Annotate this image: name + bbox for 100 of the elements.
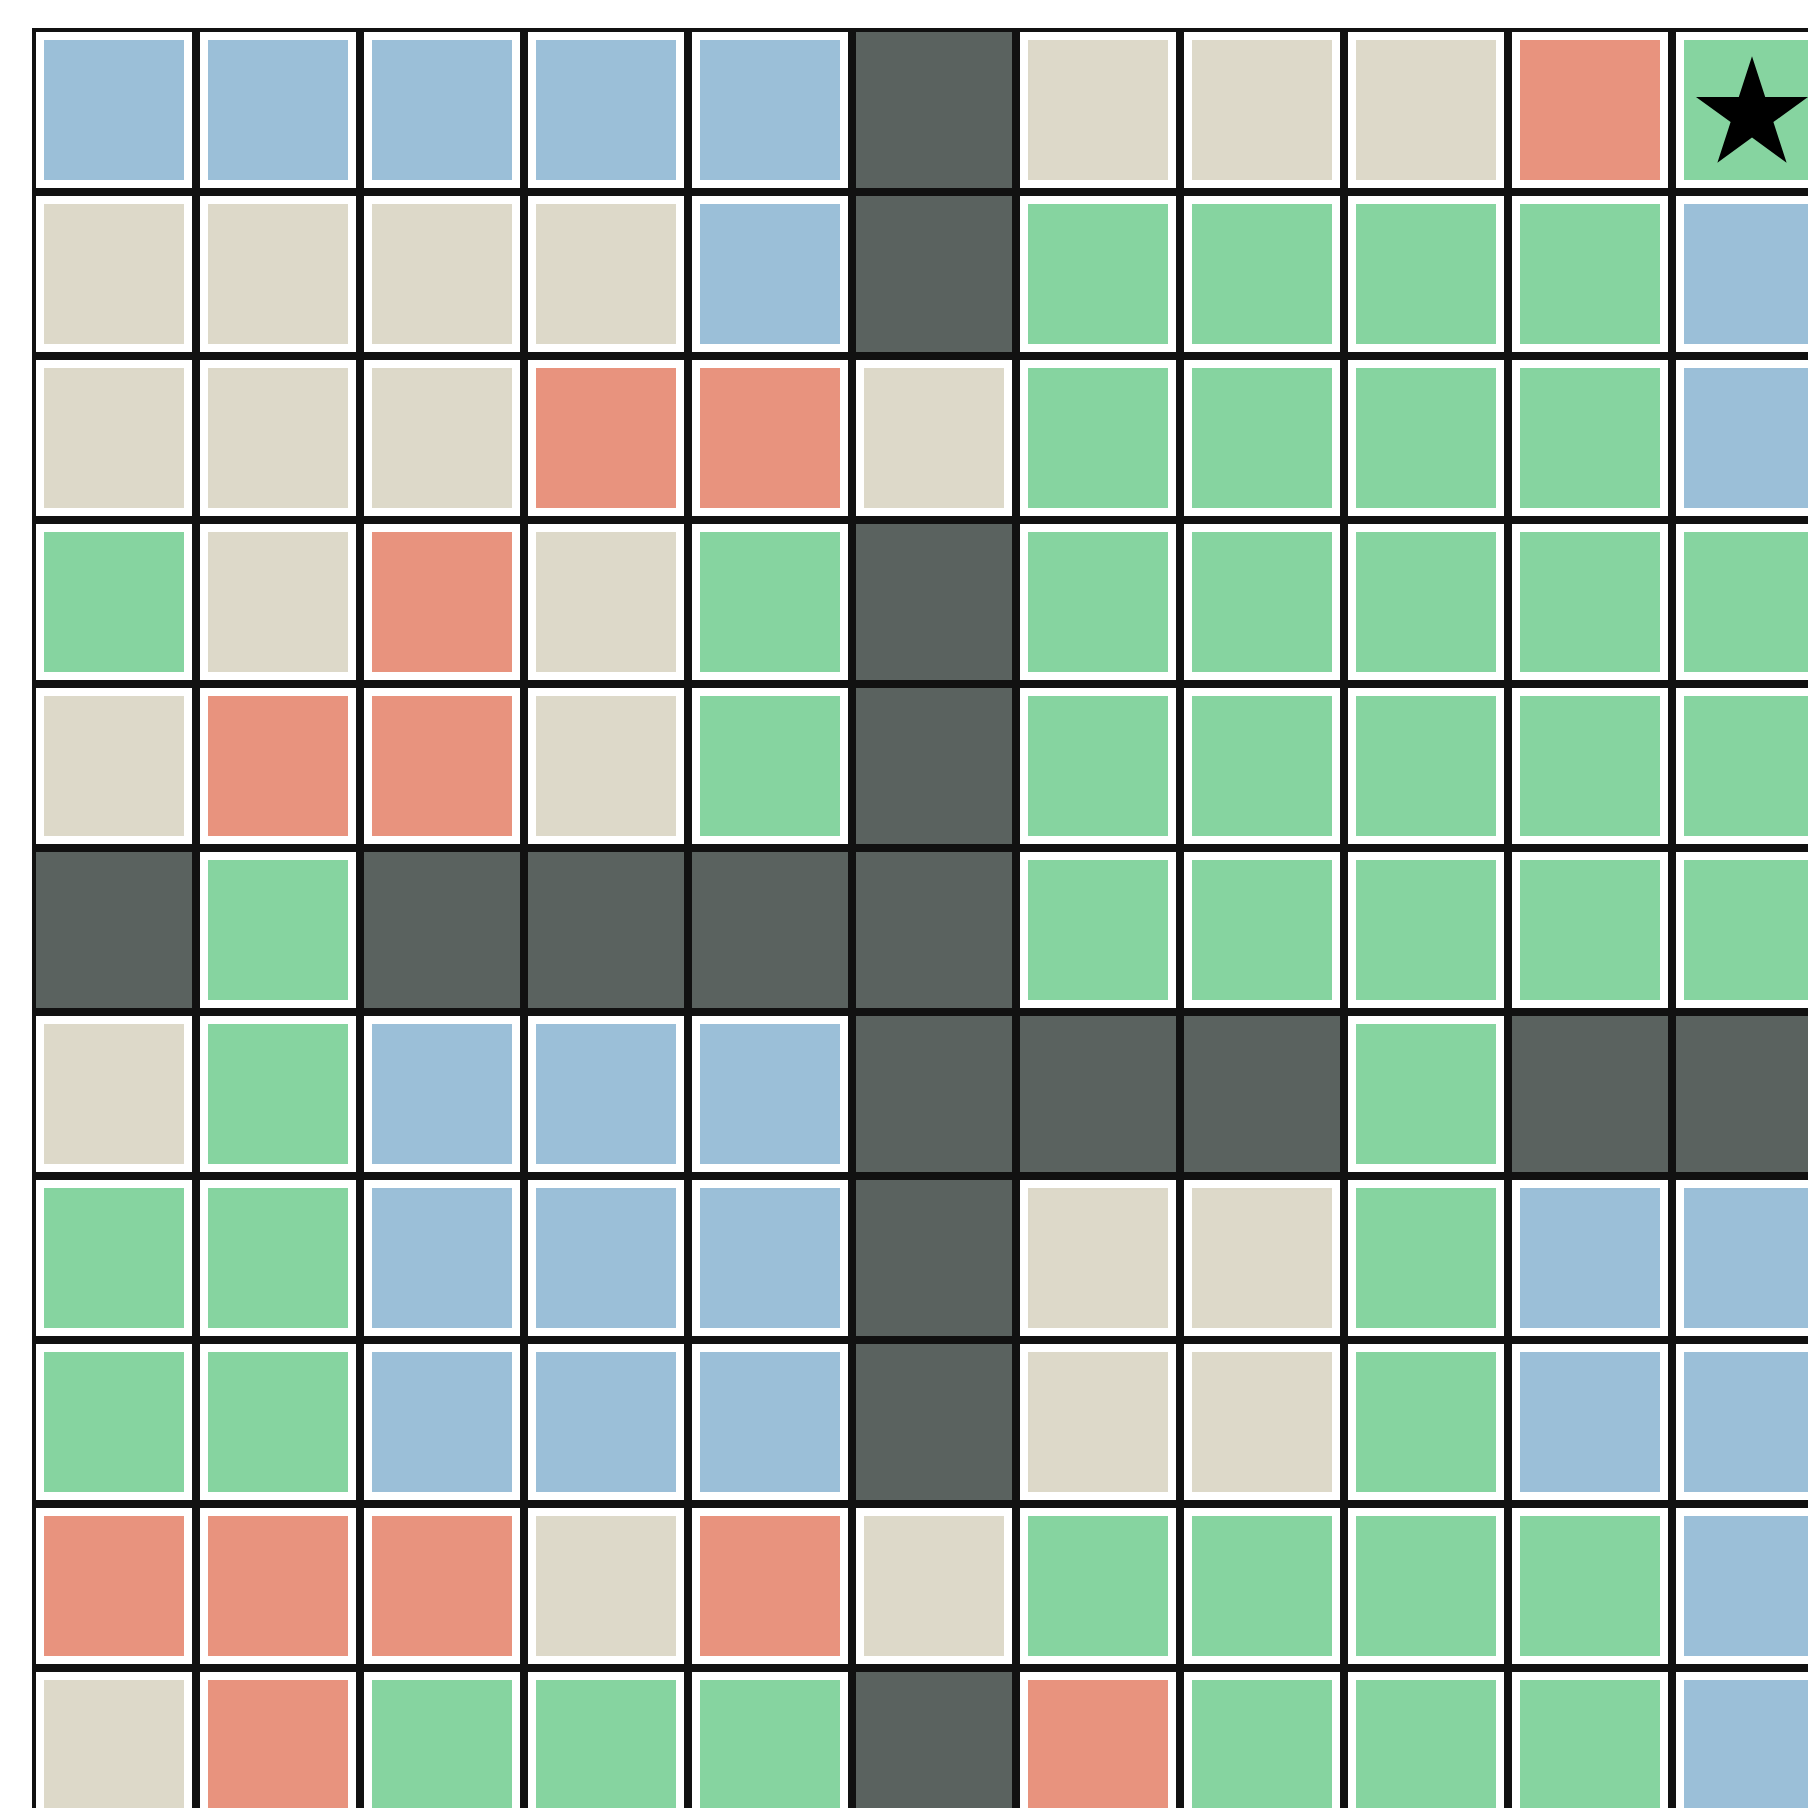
grid-cell: [1348, 852, 1504, 1008]
grid-cell: [1676, 32, 1808, 188]
grid-cell: [528, 688, 684, 844]
grid-cell: [856, 360, 1012, 516]
grid-cell: [200, 524, 356, 680]
grid-cell: [1348, 360, 1504, 516]
grid-cell: [1348, 196, 1504, 352]
grid-cell: [36, 524, 192, 680]
grid-cell: [200, 360, 356, 516]
grid-cell: [1512, 360, 1668, 516]
grid-cell: [36, 32, 192, 188]
grid-cell: [364, 688, 520, 844]
grid-cell: [1676, 1344, 1808, 1500]
grid-cell: [1348, 32, 1504, 188]
grid-cell: [1184, 1672, 1340, 1808]
grid-cell: [856, 32, 1012, 188]
grid-cell: [1020, 1180, 1176, 1336]
grid-cell: [1676, 1180, 1808, 1336]
grid-cell: [364, 1016, 520, 1172]
grid-cell: [364, 1344, 520, 1500]
grid-cell: [1512, 32, 1668, 188]
grid-cell: [1676, 1672, 1808, 1808]
grid-cell: [1512, 1672, 1668, 1808]
grid-cell: [1020, 1344, 1176, 1500]
grid-cell: [36, 196, 192, 352]
grid-cell: [1512, 1344, 1668, 1500]
grid-cell: [856, 1180, 1012, 1336]
grid-cell: [528, 852, 684, 1008]
grid-cell: [1020, 1508, 1176, 1664]
grid-cell: [364, 1672, 520, 1808]
grid-cell: [692, 1672, 848, 1808]
grid-cell: [1184, 1508, 1340, 1664]
grid-cell: [692, 1508, 848, 1664]
grid-cell: [856, 1016, 1012, 1172]
grid-cell: [528, 1016, 684, 1172]
grid-cell: [528, 1180, 684, 1336]
grid-cell: [692, 196, 848, 352]
grid-cell: [36, 1672, 192, 1808]
grid-cell: [1348, 688, 1504, 844]
grid-cell: [1348, 1508, 1504, 1664]
grid-cell: [1184, 32, 1340, 188]
grid-cell: [528, 360, 684, 516]
grid-cell: [692, 1180, 848, 1336]
grid-cell: [364, 852, 520, 1008]
grid-cell: [1184, 524, 1340, 680]
grid-cell: [364, 196, 520, 352]
grid-cell: [856, 852, 1012, 1008]
grid-cell: [1020, 1016, 1176, 1172]
grid-cell: [1020, 360, 1176, 516]
grid-cell: [1676, 1016, 1808, 1172]
grid-cell: [36, 1016, 192, 1172]
grid-cell: [36, 1180, 192, 1336]
grid-cell: [1020, 1672, 1176, 1808]
grid-cell: [364, 1508, 520, 1664]
grid-cell: [1676, 852, 1808, 1008]
grid-cell: [1020, 32, 1176, 188]
grid-cell: [1184, 1180, 1340, 1336]
grid-cell: [200, 688, 356, 844]
grid-cell: [692, 32, 848, 188]
grid-cell: [528, 1344, 684, 1500]
grid-cell: [200, 1508, 356, 1664]
grid-cell: [1020, 524, 1176, 680]
grid-cell: [1020, 688, 1176, 844]
grid-cell: [364, 32, 520, 188]
grid-cell: [1184, 688, 1340, 844]
grid-cell: [1676, 196, 1808, 352]
grid-cell: [1348, 524, 1504, 680]
grid-cell: [1184, 852, 1340, 1008]
star-icon: [1696, 56, 1808, 164]
grid-cell: [856, 1344, 1012, 1500]
grid-cell: [1676, 688, 1808, 844]
grid-cell: [200, 1672, 356, 1808]
grid-cell: [1184, 1344, 1340, 1500]
grid-cell: [1348, 1344, 1504, 1500]
grid-cell: [528, 1672, 684, 1808]
grid-cell: [692, 852, 848, 1008]
grid-cell: [364, 1180, 520, 1336]
grid-cell: [1348, 1016, 1504, 1172]
grid-cell: [1184, 1016, 1340, 1172]
grid-cell: [1020, 196, 1176, 352]
grid-cell: [1676, 360, 1808, 516]
grid-cell: [692, 688, 848, 844]
grid-cell: [36, 852, 192, 1008]
grid-cell: [364, 524, 520, 680]
grid-cell: [200, 1180, 356, 1336]
grid-cell: [200, 32, 356, 188]
grid-cell: [692, 524, 848, 680]
grid-cell: [528, 1508, 684, 1664]
grid-cell: [528, 524, 684, 680]
grid-cell: [200, 852, 356, 1008]
grid-cell: [1184, 196, 1340, 352]
grid-cell: [528, 32, 684, 188]
grid-cell: [1348, 1672, 1504, 1808]
grid-cell: [1512, 1016, 1668, 1172]
grid-cell: [364, 360, 520, 516]
grid-cell: [200, 1016, 356, 1172]
grid-cell: [36, 360, 192, 516]
grid-cell: [1512, 196, 1668, 352]
grid-cell: [1512, 688, 1668, 844]
grid-cell: [200, 1344, 356, 1500]
